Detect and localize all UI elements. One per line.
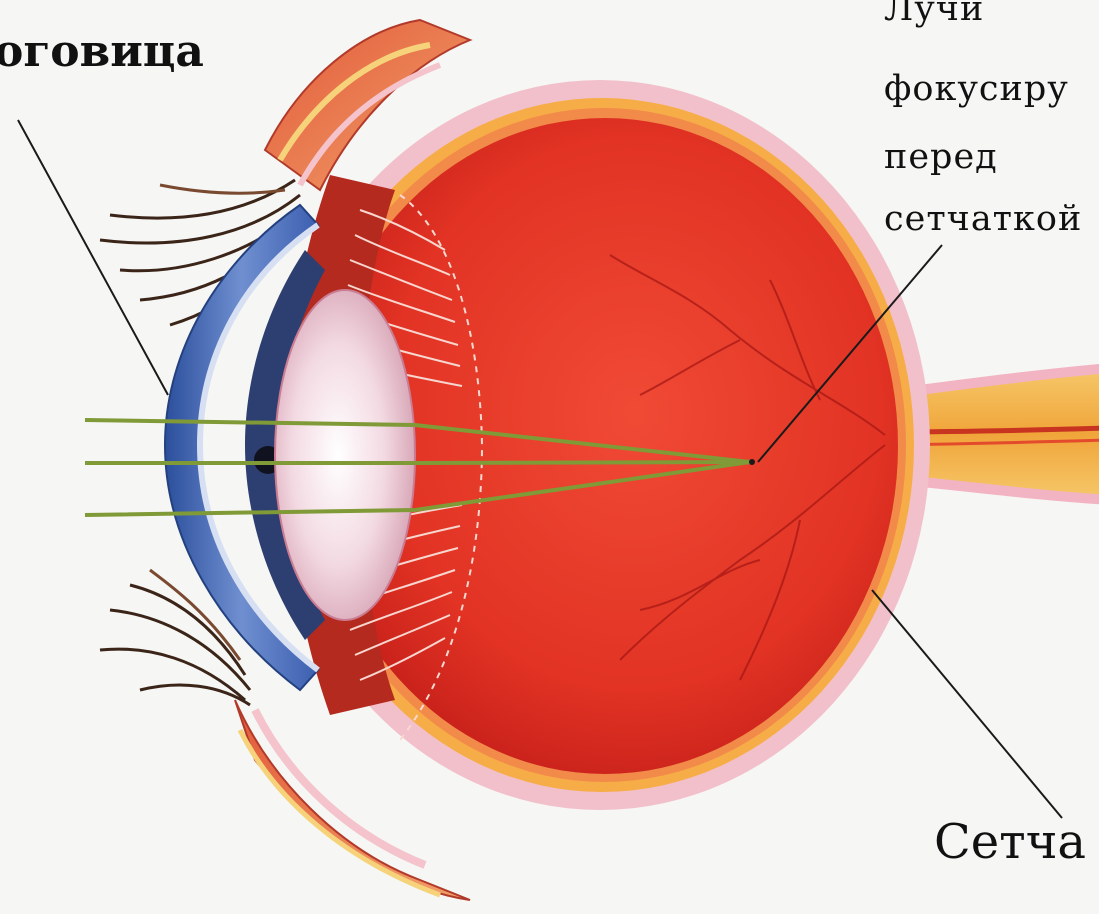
focal-point (749, 459, 755, 465)
rays-note-line-2: фокусиру (884, 72, 1069, 107)
retina-leader-line (872, 590, 1062, 818)
retina-label: Сетча (934, 818, 1086, 866)
rays-note-line-4: сетчаткой (884, 202, 1082, 237)
rays-note-line-3: перед (884, 140, 998, 175)
lens (275, 290, 415, 620)
cornea-leader-line (18, 120, 168, 395)
cornea-label: оговица (0, 30, 204, 74)
rays-note-line-1: Лучи (884, 0, 984, 27)
